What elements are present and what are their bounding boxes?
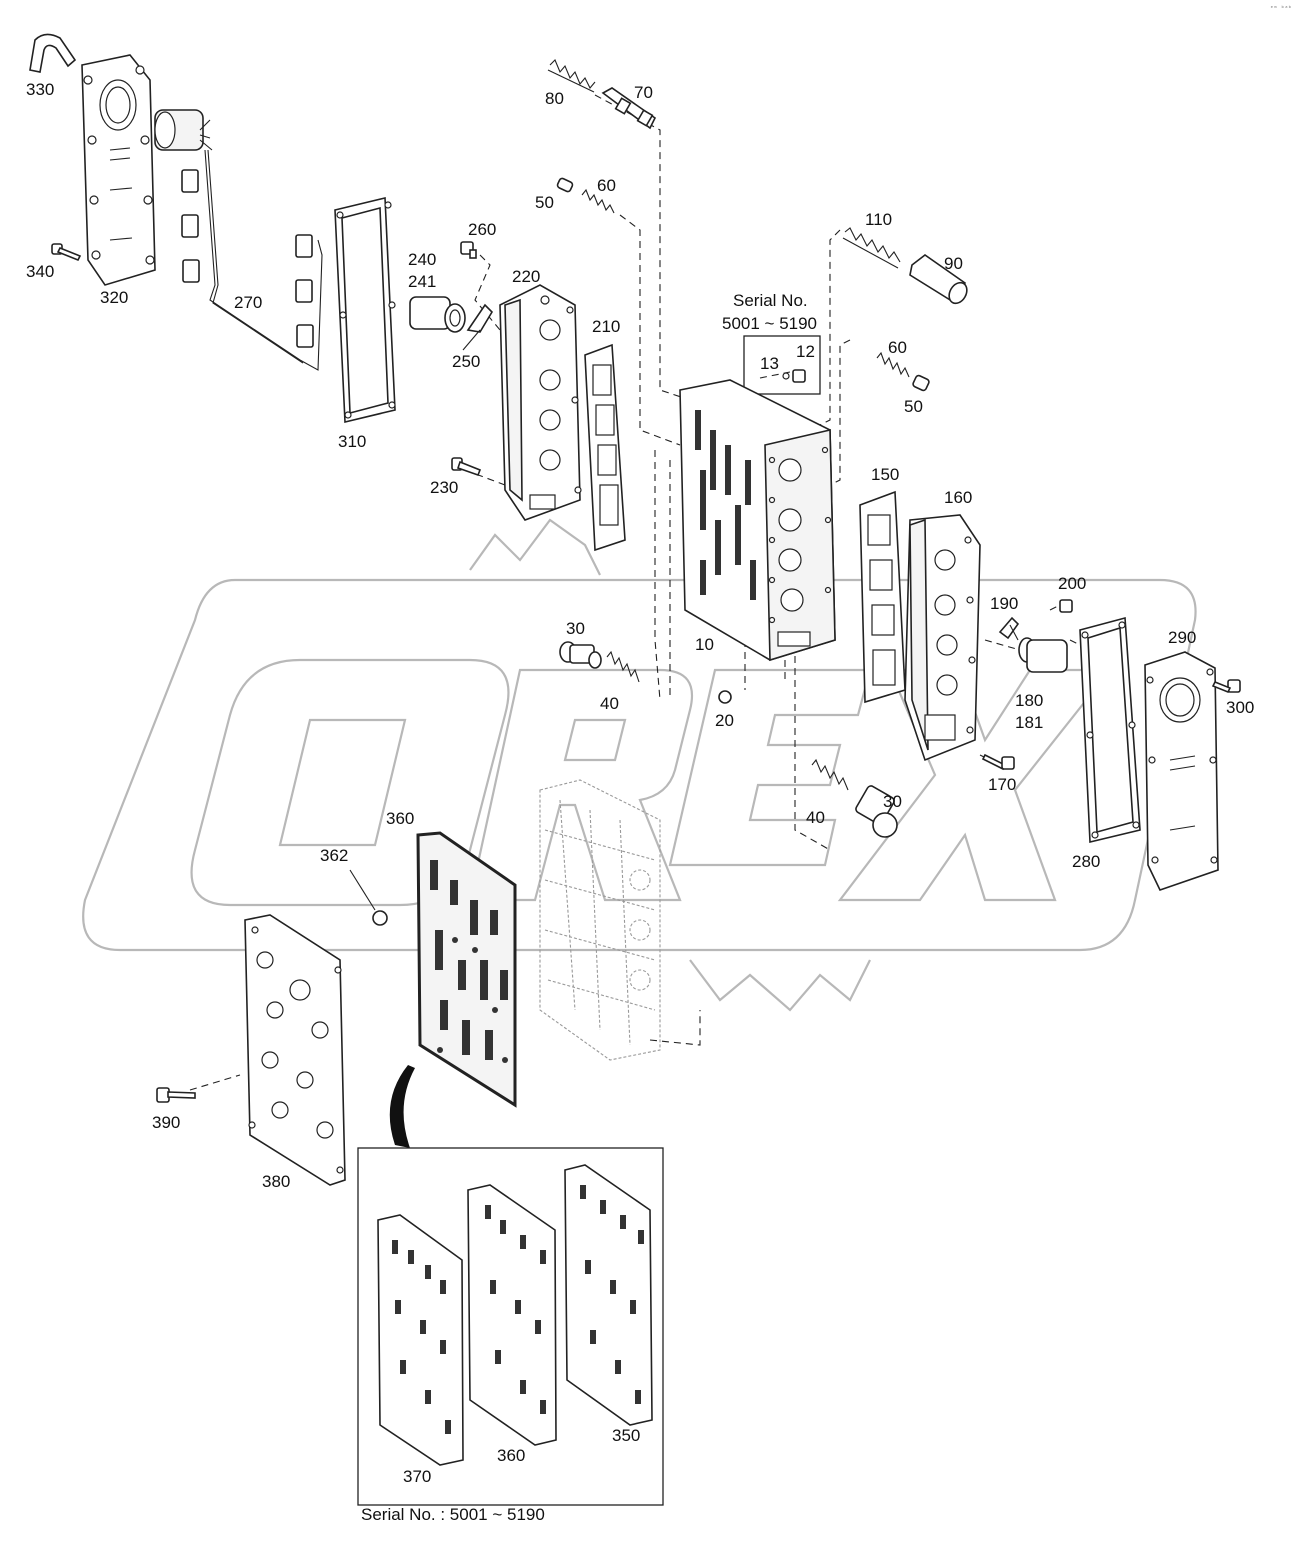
corner-code: ᵉᵐ ᵇᵃᵇ xyxy=(1270,5,1292,12)
serial-top-line2: 5001 ~ 5190 xyxy=(722,314,817,333)
label-300: 300 xyxy=(1226,698,1254,717)
label-12: 12 xyxy=(796,342,815,361)
part-40-spring-lower xyxy=(811,758,849,791)
label-80: 80 xyxy=(545,89,564,108)
label-20: 20 xyxy=(715,711,734,730)
label-150: 150 xyxy=(871,465,899,484)
label-310: 310 xyxy=(338,432,366,451)
part-260-screw xyxy=(460,241,477,259)
part-60-spring-right xyxy=(876,351,910,378)
part-210-gasket xyxy=(584,343,626,552)
part-190-clip xyxy=(998,616,1020,640)
part-270-harness xyxy=(154,109,323,371)
label-230: 230 xyxy=(430,478,458,497)
label-370-inset: 370 xyxy=(403,1467,431,1486)
label-40-lower: 40 xyxy=(806,808,825,827)
label-241: 241 xyxy=(408,272,436,291)
part-330-clip xyxy=(29,33,77,73)
part-290-cover xyxy=(1144,651,1219,891)
label-160: 160 xyxy=(944,488,972,507)
label-290: 290 xyxy=(1168,628,1196,647)
label-50-right: 50 xyxy=(904,397,923,416)
part-250-clip xyxy=(466,303,494,333)
label-70: 70 xyxy=(634,83,653,102)
label-340: 340 xyxy=(26,262,54,281)
part-390-bolt xyxy=(156,1087,196,1103)
part-380-plate xyxy=(244,914,346,1186)
part-10-main-valve-body xyxy=(679,379,836,662)
label-362: 362 xyxy=(320,846,348,865)
part-230-bolt xyxy=(451,457,482,477)
part-50-plug-right xyxy=(912,374,930,392)
part-40-spring-left xyxy=(606,650,640,683)
part-30-plug-lower xyxy=(855,785,898,838)
part-362-ball xyxy=(349,869,388,926)
detail-pointer-arrow xyxy=(389,1065,415,1148)
serial-bottom-note: Serial No. : 5001 ~ 5190 xyxy=(361,1505,545,1524)
label-50-upper: 50 xyxy=(535,193,554,212)
callout-labels: 330 340 320 270 310 80 70 50 60 260 240 … xyxy=(26,80,1254,1524)
part-150-gasket xyxy=(859,490,906,704)
part-90-valve xyxy=(909,254,968,305)
label-220: 220 xyxy=(512,267,540,286)
label-240: 240 xyxy=(408,250,436,269)
part-70-valve xyxy=(601,87,657,130)
label-40-left: 40 xyxy=(600,694,619,713)
serial-detail-box xyxy=(743,335,821,395)
label-leaders xyxy=(462,329,1019,641)
label-30-lower: 30 xyxy=(883,792,902,811)
assembled-valve-ghost xyxy=(539,779,661,1061)
label-190: 190 xyxy=(990,594,1018,613)
label-250: 250 xyxy=(452,352,480,371)
label-170: 170 xyxy=(988,775,1016,794)
label-110: 110 xyxy=(865,210,892,229)
part-340-bolt xyxy=(51,243,82,262)
part-360-separator-plate xyxy=(416,831,517,1108)
serial-top-line1: Serial No. xyxy=(733,291,808,310)
part-300-bolt xyxy=(1211,679,1241,694)
label-200: 200 xyxy=(1058,574,1086,593)
part-60-spring-upper xyxy=(581,188,615,214)
part-80-spring xyxy=(547,59,596,93)
label-210: 210 xyxy=(592,317,620,336)
label-60-upper: 60 xyxy=(597,176,616,195)
part-200-screw xyxy=(1059,599,1073,613)
label-260: 260 xyxy=(468,220,496,239)
label-30-left: 30 xyxy=(566,619,585,638)
label-360: 360 xyxy=(386,809,414,828)
detail-inset-box xyxy=(357,1147,664,1506)
label-181: 181 xyxy=(1015,713,1043,732)
part-180-solenoid xyxy=(1018,637,1068,673)
part-20-plug xyxy=(718,690,732,704)
part-240-solenoid xyxy=(409,296,466,333)
part-50-plug-upper xyxy=(556,177,574,193)
part-30-plug-left xyxy=(559,641,602,669)
label-390: 390 xyxy=(152,1113,180,1132)
label-330: 330 xyxy=(26,80,54,99)
part-170-bolt xyxy=(981,753,1015,771)
part-110-spring xyxy=(842,227,901,269)
label-270: 270 xyxy=(234,293,262,312)
part-160-valve-body xyxy=(904,514,981,762)
part-220-valve-body xyxy=(499,284,582,521)
label-10: 10 xyxy=(695,635,714,654)
part-280-gasket xyxy=(1079,616,1141,844)
label-350-inset: 350 xyxy=(612,1426,640,1445)
label-360-inset: 360 xyxy=(497,1446,525,1465)
label-180: 180 xyxy=(1015,691,1043,710)
label-320: 320 xyxy=(100,288,128,307)
label-13: 13 xyxy=(760,354,779,373)
label-90: 90 xyxy=(944,254,963,273)
label-280: 280 xyxy=(1072,852,1100,871)
label-380: 380 xyxy=(262,1172,290,1191)
orex-watermark xyxy=(82,518,1197,1012)
part-310-gasket xyxy=(334,196,396,424)
label-60-right: 60 xyxy=(888,338,907,357)
part-320-cover xyxy=(81,54,156,286)
